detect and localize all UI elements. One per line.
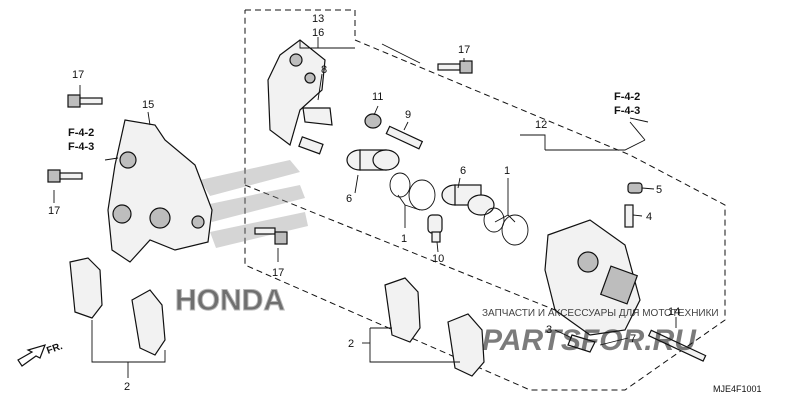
slide-pin [385, 125, 424, 150]
callout-2-center: 2 [348, 338, 354, 350]
ref-left-f43: F-4-3 [68, 141, 94, 153]
callout-11: 11 [372, 91, 383, 103]
pad-pin-clip [567, 334, 596, 353]
brake-pad-center-b [447, 313, 485, 377]
piston-right [441, 184, 495, 216]
callout-9: 9 [405, 109, 411, 121]
callout-6-left: 6 [346, 193, 352, 205]
ref-left-f42: F-4-2 [68, 127, 94, 139]
callout-2-left: 2 [124, 381, 130, 393]
pad-pin [647, 329, 707, 362]
caliper-bracket [107, 119, 213, 263]
bleeder-cap [627, 182, 643, 194]
callout-17-top-left: 17 [72, 69, 84, 81]
ref-right-f42: F-4-2 [614, 91, 640, 103]
callout-16: 16 [312, 27, 324, 39]
front-direction-arrow: FR. [17, 341, 64, 367]
callout-7: 7 [630, 333, 636, 345]
callout-3: 3 [546, 324, 552, 336]
site-logo-watermark: PARTSFOR.RU [482, 324, 697, 357]
callout-13: 13 [312, 13, 324, 25]
leader-lines [53, 37, 677, 378]
front-direction-label: FR. [45, 341, 64, 357]
pad-spring-bracket [267, 39, 326, 155]
dust-seal [364, 113, 382, 129]
bolt-top-center [437, 60, 473, 74]
ref-right-f43: F-4-3 [614, 105, 640, 117]
piston-left [346, 149, 400, 171]
site-tagline-watermark: ЗАПЧАСТИ И АКСЕССУАРЫ ДЛЯ МОТОТЕХНИКИ [482, 308, 719, 319]
pad-spring [302, 107, 333, 126]
seal-left-small [389, 172, 411, 198]
seal-right-large [501, 214, 529, 246]
callout-12: 12 [535, 119, 547, 131]
callout-17-mid-left: 17 [48, 205, 60, 217]
honda-brand-watermark: HONDA [175, 284, 285, 317]
callout-17-lower: 17 [272, 267, 284, 279]
caliper-body [544, 219, 641, 336]
brake-pad-left-b [131, 289, 166, 356]
brake-pad-left-a [69, 257, 103, 319]
callout-4: 4 [646, 211, 652, 223]
callout-1-left: 1 [401, 233, 407, 245]
callout-6-right: 6 [460, 165, 466, 177]
bolt-lower-center [254, 227, 288, 245]
boundary-divider [244, 184, 561, 313]
diagram-code: MJE4F1001 [713, 384, 762, 394]
brake-pad-center-a [384, 277, 421, 343]
seal-left-large [408, 179, 436, 211]
bolt-top-left [67, 94, 103, 108]
bleeder-screw [624, 204, 634, 228]
callout-10: 10 [432, 253, 444, 265]
callout-5: 5 [656, 184, 662, 196]
callout-15: 15 [142, 99, 154, 111]
bolt-mid-left [47, 169, 83, 183]
seal-right-small [483, 207, 505, 233]
callout-8: 8 [321, 64, 327, 76]
callout-1-right: 1 [504, 165, 510, 177]
bleed-bolt [427, 214, 443, 243]
callout-17-top-center: 17 [458, 44, 470, 56]
assembly-boundary [244, 9, 726, 391]
callout-14: 14 [668, 306, 680, 318]
